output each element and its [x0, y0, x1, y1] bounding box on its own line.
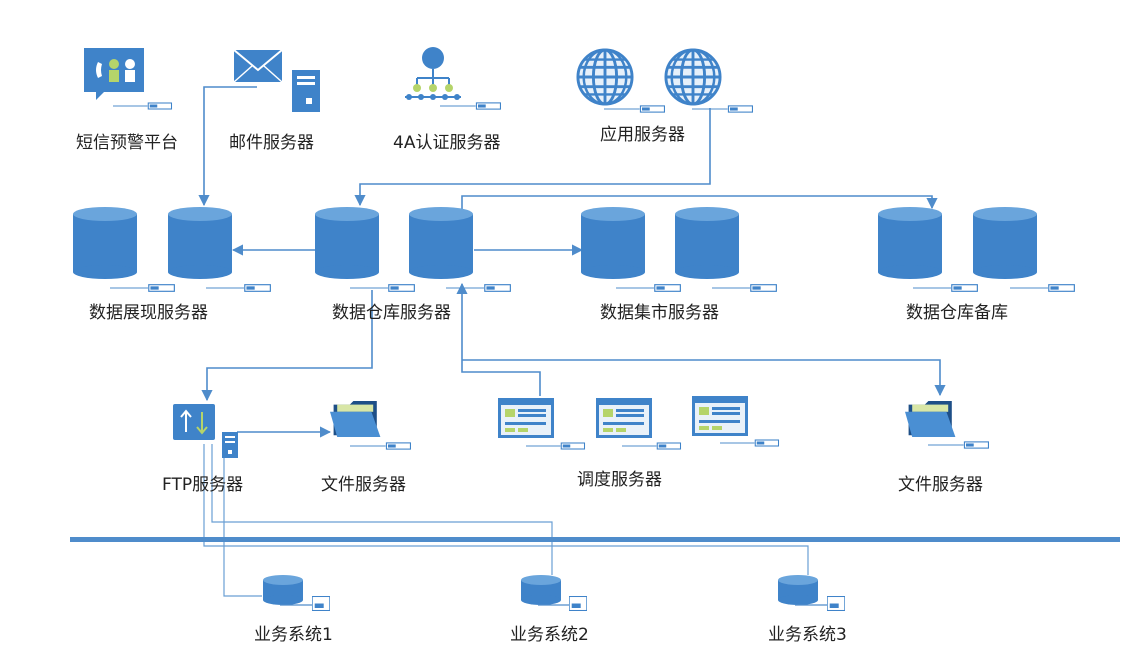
ftp-to-biz-3-connector — [203, 444, 809, 575]
window-console-icon — [692, 396, 748, 436]
warehouse-to-file-server-right-connector — [462, 359, 946, 397]
mail-server-node[interactable]: 邮件服务器 — [229, 49, 320, 153]
ftp-to-biz-1-connector — [223, 444, 262, 597]
window-console-icon — [498, 398, 554, 438]
scheduler-server-node[interactable]: 调度服务器 — [498, 396, 780, 490]
phone-and-agent-chat-icon — [84, 48, 144, 100]
file-server-left-label: 文件服务器 — [321, 475, 406, 495]
app-to-warehouse-connector — [354, 108, 711, 207]
warehouse-to-ftp-connector — [201, 290, 373, 402]
folder-icon — [905, 401, 956, 437]
server-box-icon — [569, 596, 587, 611]
connector-lines — [198, 86, 946, 597]
sms-platform-node[interactable]: 短信预警平台 — [76, 48, 178, 153]
warehouse-server-label: 数据仓库服务器 — [332, 303, 451, 323]
biz-system-3-label: 业务系统3 — [768, 625, 847, 645]
server-box-icon — [312, 596, 330, 611]
app-server-node[interactable]: 应用服务器 — [576, 48, 754, 145]
scheduler-server-label: 调度服务器 — [577, 470, 662, 490]
database-cylinder-icon — [675, 207, 739, 279]
sms-platform-label: 短信预警平台 — [76, 133, 178, 153]
biz-system-2-label: 业务系统2 — [510, 625, 589, 645]
database-cylinder-icon — [409, 207, 473, 279]
warehouse-backup-node[interactable]: 数据仓库备库 — [878, 207, 1076, 323]
ftp-server-node[interactable]: FTP服务器 — [162, 404, 243, 495]
window-console-icon — [596, 398, 652, 438]
network-bus — [70, 537, 1120, 542]
mart-server-node[interactable]: 数据集市服务器 — [581, 207, 778, 323]
database-cylinder-icon — [263, 575, 303, 605]
biz-system-1-node[interactable]: 业务系统1 — [254, 575, 333, 645]
ftp-server-label: FTP服务器 — [162, 475, 243, 495]
server-tower-icon — [292, 70, 320, 112]
hierarchy-network-icon — [405, 47, 461, 100]
auth-4a-server-label: 4A认证服务器 — [393, 133, 500, 153]
database-cylinder-icon — [973, 207, 1037, 279]
app-server-label: 应用服务器 — [600, 125, 685, 145]
server-box-icon — [827, 596, 845, 611]
mart-server-label: 数据集市服务器 — [600, 303, 719, 323]
file-server-right-label: 文件服务器 — [898, 475, 983, 495]
envelope-icon — [233, 49, 283, 83]
database-cylinder-icon — [168, 207, 232, 279]
globe-icon — [576, 48, 634, 106]
auth-4a-server-node[interactable]: 4A认证服务器 — [393, 47, 502, 153]
warehouse-backup-label: 数据仓库备库 — [906, 303, 1008, 323]
biz-system-2-node[interactable]: 业务系统2 — [510, 575, 589, 645]
mail-to-display-connector — [198, 86, 257, 207]
display-server-label: 数据展现服务器 — [89, 303, 208, 323]
folder-icon — [330, 401, 381, 437]
globe-icon — [664, 48, 722, 106]
ftp-transfer-icon — [173, 404, 215, 440]
biz-system-1-label: 业务系统1 — [254, 625, 333, 645]
file-server-left-node[interactable]: 文件服务器 — [321, 401, 412, 495]
file-server-right-node[interactable]: 文件服务器 — [898, 401, 990, 495]
database-cylinder-icon — [73, 207, 137, 279]
scheduler-to-warehouse-connector — [456, 282, 541, 396]
database-cylinder-icon — [778, 575, 818, 605]
server-tower-icon — [222, 432, 238, 458]
biz-system-3-node[interactable]: 业务系统3 — [768, 575, 847, 645]
warehouse-to-backup-connector — [461, 195, 938, 210]
database-cylinder-icon — [315, 207, 379, 279]
database-cylinder-icon — [878, 207, 942, 279]
ftp-to-biz-2-connector — [211, 444, 553, 575]
display-server-node[interactable]: 数据展现服务器 — [73, 207, 272, 323]
warehouse-server-node[interactable]: 数据仓库服务器 — [315, 207, 512, 323]
database-cylinder-icon — [521, 575, 561, 605]
mail-server-label: 邮件服务器 — [229, 133, 314, 153]
database-cylinder-icon — [581, 207, 645, 279]
